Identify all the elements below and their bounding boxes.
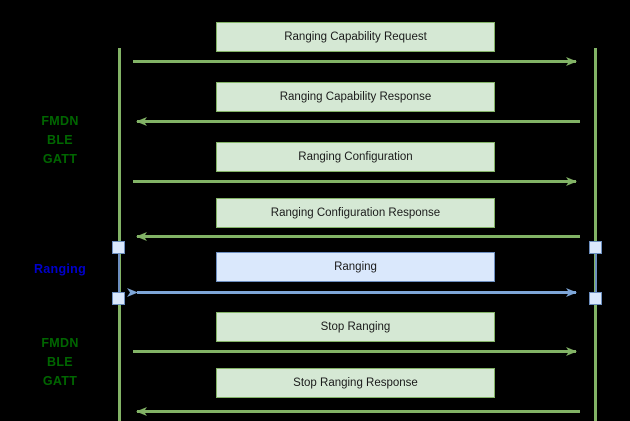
message-box-ranging-capability-response: Ranging Capability Response — [216, 82, 495, 112]
side-label-fmdn-gatt-bottom: FMDN BLE GATT — [41, 336, 79, 388]
message-box-ranging: Ranging — [216, 252, 495, 282]
message-box-stop-ranging: Stop Ranging — [216, 312, 495, 342]
activation-endpoint-left-bottom — [112, 292, 125, 305]
activation-endpoint-right-top — [589, 241, 602, 254]
message-box-ranging-capability-request: Ranging Capability Request — [216, 22, 495, 52]
lifeline-left — [118, 48, 121, 421]
message-box-stop-ranging-response: Stop Ranging Response — [216, 368, 495, 398]
side-label-fmdn-gatt-top: FMDN BLE GATT — [41, 114, 79, 166]
message-box-ranging-configuration-response: Ranging Configuration Response — [216, 198, 495, 228]
activation-endpoint-left-top — [112, 241, 125, 254]
activation-bar-left — [118, 248, 120, 298]
lifeline-right — [594, 48, 597, 421]
message-box-ranging-configuration: Ranging Configuration — [216, 142, 495, 172]
activation-bar-right — [595, 248, 597, 298]
activation-endpoint-right-bottom — [589, 292, 602, 305]
side-label-ranging: Ranging — [33, 262, 87, 276]
